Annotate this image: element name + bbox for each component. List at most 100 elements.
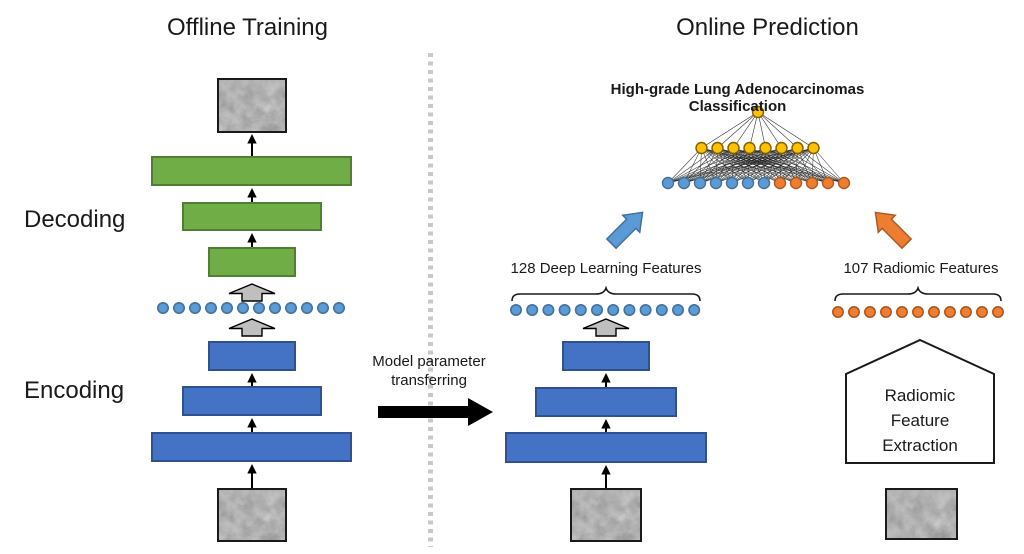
network-edge	[731, 147, 814, 184]
network-edge	[779, 147, 798, 184]
network-edge	[781, 147, 829, 184]
latent-feature-dot	[205, 301, 218, 314]
radiomic-feature-dot	[959, 305, 972, 318]
transfer-arrow-icon	[378, 398, 493, 426]
network-edge	[699, 147, 734, 184]
deep-feature-dot	[558, 303, 571, 316]
network-edge	[779, 147, 782, 184]
latent-feature-dot	[253, 301, 266, 314]
network-edge	[763, 147, 814, 184]
network-edge	[715, 147, 734, 184]
hidden-node	[743, 141, 756, 155]
classification-network	[661, 105, 851, 190]
input-node-deep	[709, 176, 723, 190]
network-edge	[781, 147, 813, 184]
network-edge	[701, 111, 759, 149]
input-node-deep	[661, 176, 675, 190]
network-edge	[747, 147, 766, 184]
network-edge	[699, 147, 814, 184]
network-edge	[757, 111, 798, 149]
network-edge	[717, 147, 749, 184]
network-edge	[699, 147, 750, 184]
network-edge	[757, 111, 814, 149]
network-edge	[733, 147, 781, 184]
input-ct-patch-online	[570, 488, 642, 542]
input-ct-patch-offline	[217, 488, 287, 542]
hidden-node	[791, 141, 804, 155]
input-node-deep	[677, 176, 691, 190]
offline-training-title: Offline Training	[167, 14, 328, 41]
network-edge	[797, 147, 845, 184]
flow-arrow-head	[247, 188, 257, 198]
network-edge	[795, 147, 814, 184]
reconstructed-ct-patch	[217, 78, 287, 133]
network-edge	[667, 147, 702, 184]
latent-feature-dot	[173, 301, 186, 314]
network-edge	[699, 147, 766, 184]
network-edge	[683, 147, 798, 184]
network-edge	[747, 147, 814, 184]
radiomic-extraction-line3: Extraction	[882, 436, 958, 455]
network-edge	[667, 147, 750, 184]
network-edge	[765, 147, 813, 184]
network-edge	[781, 147, 845, 184]
network-edge	[811, 147, 814, 184]
network-edge	[747, 147, 750, 184]
network-edge	[701, 147, 845, 184]
network-edge	[765, 147, 845, 184]
network-edge	[715, 147, 814, 184]
network-edge	[749, 147, 813, 184]
network-edge	[731, 147, 766, 184]
network-edge	[717, 111, 759, 149]
network-edge	[781, 147, 797, 184]
network-edge	[699, 147, 718, 184]
deep-feature-dot	[655, 303, 668, 316]
network-edge	[667, 147, 766, 184]
deep-feature-dot	[542, 303, 555, 316]
hidden-node	[711, 141, 724, 155]
input-ct-patch-radiomics	[885, 488, 958, 540]
flow-arrow-head	[601, 465, 611, 475]
network-edge	[667, 147, 734, 184]
network-edge	[749, 147, 797, 184]
input-node-radiomic	[821, 176, 835, 190]
network-edge	[715, 147, 782, 184]
encoder-layer-small-offline	[208, 341, 296, 371]
feature-dot-rows	[157, 301, 1004, 318]
radiomic-feature-dot	[911, 305, 924, 318]
input-node-radiomic	[837, 176, 851, 190]
latent-feature-dot	[237, 301, 250, 314]
network-edge	[757, 111, 766, 149]
deep-feature-dot	[639, 303, 652, 316]
input-node-radiomic	[773, 176, 787, 190]
deep-feature-dot	[607, 303, 620, 316]
deep-features-label: 128 Deep Learning Features	[510, 260, 702, 277]
latent-feature-dot	[332, 301, 345, 314]
network-edge	[731, 147, 782, 184]
radiomic-features-arrow-icon	[874, 211, 913, 250]
input-node-deep	[757, 176, 771, 190]
network-edge	[733, 111, 759, 149]
network-edge	[699, 147, 798, 184]
network-edge	[701, 147, 749, 184]
encoder-layer-medium-offline	[182, 386, 322, 416]
network-edge	[667, 147, 718, 184]
input-node-deep	[741, 176, 755, 190]
flow-arrow-head	[247, 418, 257, 428]
radiomic-feature-dot	[895, 305, 908, 318]
radiomic-features-brace	[834, 285, 1002, 302]
deep-feature-dot	[590, 303, 603, 316]
flow-arrow-head	[247, 233, 257, 243]
input-node-radiomic	[805, 176, 819, 190]
network-edge	[667, 147, 814, 184]
network-edge	[747, 147, 798, 184]
network-edge	[795, 147, 798, 184]
network-edge	[715, 147, 718, 184]
hidden-node	[807, 141, 820, 155]
radiomic-feature-dot	[831, 305, 844, 318]
network-edge	[717, 147, 829, 184]
network-edge	[683, 147, 718, 184]
input-node-deep	[725, 176, 739, 190]
latent-feature-dot	[284, 301, 297, 314]
network-edge	[683, 147, 734, 184]
